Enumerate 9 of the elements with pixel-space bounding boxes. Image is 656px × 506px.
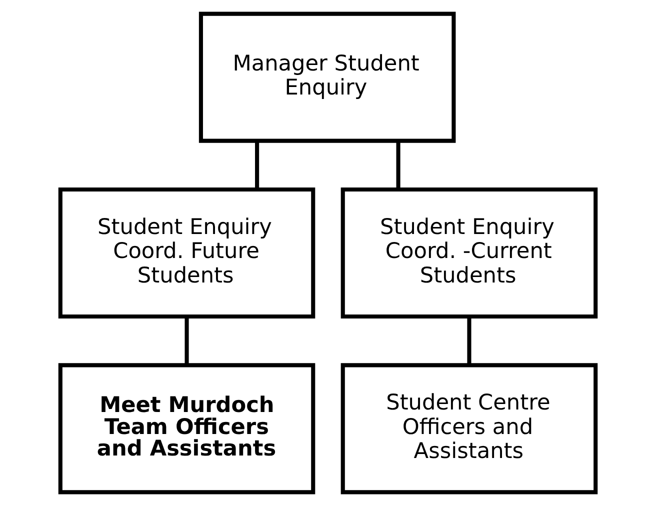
- connector: [396, 141, 400, 190]
- node-box: Student Enquiry Coord. Future Students: [58, 187, 316, 319]
- node-box: Manager Student Enquiry: [198, 12, 456, 143]
- node-box: Meet Murdoch Team Officers and Assistants: [58, 363, 316, 494]
- connector: [467, 316, 472, 366]
- node-box: Student Enquiry Coord. -Current Students: [340, 187, 598, 319]
- connector: [184, 316, 189, 366]
- node-box: Student Centre Officers and Assistants: [340, 363, 598, 494]
- connector: [255, 141, 260, 190]
